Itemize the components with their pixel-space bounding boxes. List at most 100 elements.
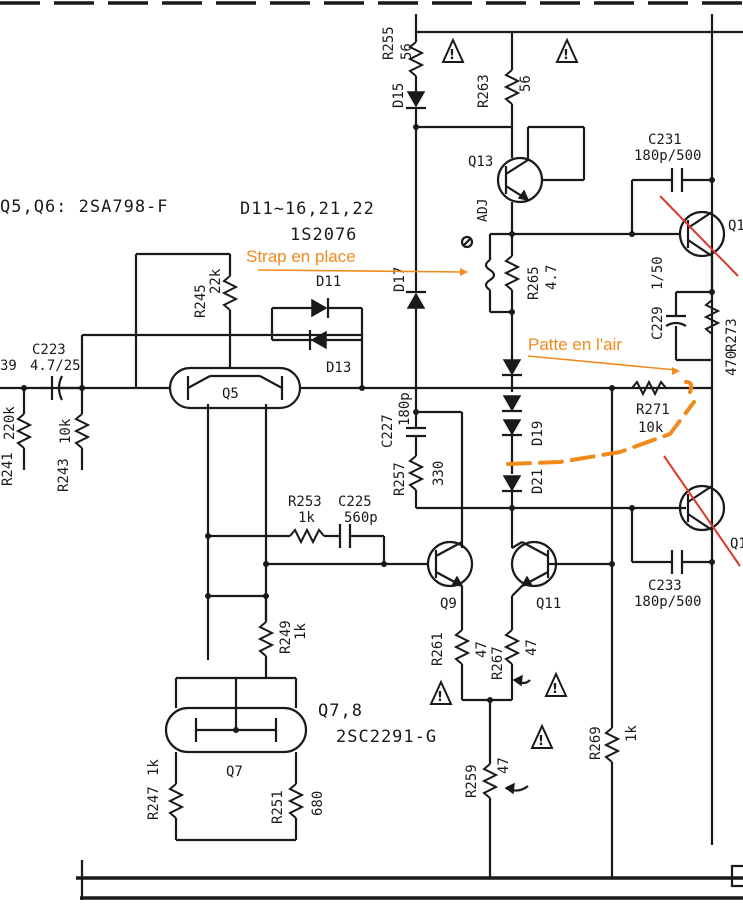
c231-value: 180p/500 bbox=[634, 148, 701, 164]
r261-value: 47 bbox=[474, 641, 490, 658]
r243-resistor bbox=[73, 335, 91, 470]
r243-value: 10k bbox=[58, 418, 74, 444]
r257-value: 330 bbox=[431, 461, 447, 486]
c225-label: C225 bbox=[338, 494, 372, 510]
r247-resistor bbox=[167, 783, 296, 842]
r249-label: R249 bbox=[278, 620, 294, 654]
r241-resistor bbox=[15, 388, 33, 470]
d19-d21-diode-stack bbox=[502, 359, 522, 548]
q15-label: Q1 bbox=[728, 218, 743, 234]
c227-label: C227 bbox=[380, 414, 396, 448]
r253-label: R253 bbox=[288, 494, 322, 510]
q78-type-header: 2SC2291-G bbox=[336, 727, 437, 747]
q13-label: Q13 bbox=[468, 154, 493, 170]
r263-resistor bbox=[503, 32, 521, 158]
c229-value: 1/50 bbox=[650, 256, 666, 290]
q11-transistor bbox=[510, 388, 615, 728]
connector-pin bbox=[730, 864, 743, 888]
warning-icon: ! bbox=[544, 671, 568, 697]
r249-resistor bbox=[205, 593, 275, 678]
r245-value: 22k bbox=[208, 268, 224, 294]
q7-dual-transistor bbox=[164, 676, 308, 784]
c227-r257-network bbox=[406, 409, 686, 548]
c229-label: C229 bbox=[650, 306, 666, 340]
r259-label: R259 bbox=[464, 764, 480, 798]
r265-label: R265 bbox=[526, 266, 542, 300]
svg-text:!: ! bbox=[437, 690, 443, 705]
r245-label: R245 bbox=[193, 284, 209, 318]
r247-value: 1k bbox=[146, 759, 162, 776]
r245-resistor bbox=[134, 252, 239, 388]
c233-capacitor bbox=[629, 505, 715, 574]
diodes-header: D11~16,21,22 bbox=[240, 199, 375, 219]
r241-value: 220k bbox=[2, 406, 18, 440]
c223-label: C223 bbox=[32, 342, 66, 358]
warning-icon: ! bbox=[555, 37, 579, 63]
r259-value: 47 bbox=[496, 757, 512, 774]
r241-label: R241 bbox=[0, 452, 16, 486]
r273-label: R273 bbox=[724, 318, 740, 352]
d15-label: D15 bbox=[391, 83, 407, 108]
warning-icon: ! bbox=[441, 37, 465, 63]
q7-label: Q7 bbox=[226, 764, 243, 780]
svg-text:!: ! bbox=[449, 48, 455, 63]
d13-label: D13 bbox=[326, 360, 351, 376]
q17-label: Q17 bbox=[730, 536, 743, 552]
q17-transistor bbox=[663, 455, 741, 567]
r243-label: R243 bbox=[56, 458, 72, 492]
c223-value: 4.7/25 bbox=[30, 358, 81, 374]
diode-type-header: 1S2076 bbox=[290, 225, 357, 245]
r249-value: 1k bbox=[293, 623, 309, 640]
q5q6-header: Q5,Q6: 2SA798-F bbox=[0, 197, 169, 217]
r251-resistor bbox=[287, 783, 305, 840]
d19-label: D19 bbox=[530, 421, 546, 446]
q5-dual-transistor bbox=[168, 366, 302, 660]
q11-label: Q11 bbox=[536, 596, 561, 612]
q9-transistor bbox=[263, 540, 474, 630]
q15-transistor bbox=[659, 195, 739, 292]
strap-annotation bbox=[257, 268, 468, 276]
patte-annotation bbox=[506, 355, 696, 466]
c231-capacitor bbox=[512, 168, 715, 237]
d11-d13-diodes bbox=[270, 298, 365, 391]
r255-d15-branch bbox=[406, 14, 512, 292]
c223-capacitor bbox=[21, 375, 85, 401]
r251-label: R251 bbox=[270, 790, 286, 824]
patte-note: Patte en l'air bbox=[528, 335, 622, 354]
d11-label: D11 bbox=[316, 274, 341, 290]
svg-text:!: ! bbox=[552, 682, 558, 697]
r267-label: R267 bbox=[490, 646, 506, 680]
r269-label: R269 bbox=[588, 726, 604, 760]
adj-label: ADJ bbox=[476, 199, 491, 222]
d17-label: D17 bbox=[392, 267, 408, 292]
r271-label: R271 bbox=[636, 402, 670, 418]
r273-value: 470 bbox=[724, 351, 740, 376]
c229-r273-network bbox=[665, 289, 721, 362]
strap-note: Strap en place bbox=[246, 247, 356, 266]
r255-label: R255 bbox=[381, 26, 397, 60]
r265-resistor bbox=[460, 231, 521, 360]
svg-text:!: ! bbox=[538, 734, 544, 749]
q13-transistor bbox=[496, 125, 586, 234]
c225-value: 560p bbox=[344, 510, 378, 526]
c227-value: 180p bbox=[397, 392, 413, 426]
warning-icon: ! bbox=[530, 723, 554, 749]
q78-header: Q7,8 bbox=[318, 701, 363, 721]
r253-value: 1k bbox=[298, 510, 315, 526]
r271-value: 10k bbox=[638, 420, 664, 436]
r269-resistor bbox=[603, 727, 621, 878]
r265-value: 4.7 bbox=[544, 265, 560, 290]
svg-text:!: ! bbox=[563, 48, 569, 63]
r247-label: R247 bbox=[146, 786, 162, 820]
r261-r267-r259-network bbox=[453, 629, 531, 878]
r255-value: 56 bbox=[399, 43, 415, 60]
r269-value: 1k bbox=[624, 725, 640, 742]
q5-label: Q5 bbox=[222, 386, 239, 402]
d17-diode bbox=[406, 290, 426, 412]
d21-label: D21 bbox=[530, 469, 546, 494]
warning-icon: ! bbox=[429, 679, 453, 705]
rails bbox=[0, 14, 743, 900]
edge-label: 39 bbox=[0, 358, 17, 374]
c231-label: C231 bbox=[648, 132, 682, 148]
